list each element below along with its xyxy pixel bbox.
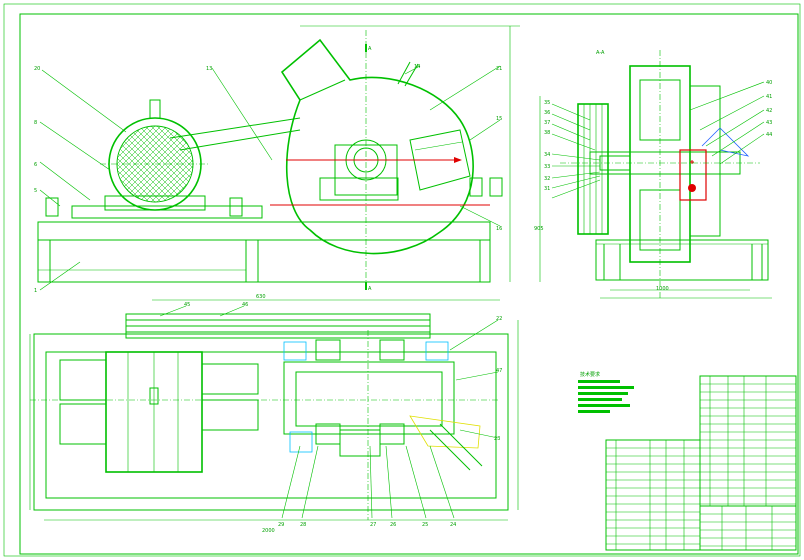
dim-plan-bottom: 2000 — [262, 528, 275, 534]
balloon-front-8: 8 — [34, 120, 37, 126]
balloon-plan-25: 25 — [422, 522, 428, 528]
balloon-front-1: 1 — [34, 288, 37, 294]
front-view — [37, 25, 520, 291]
balloon-plan-23: 23 — [494, 436, 500, 442]
balloon-side-44: 44 — [766, 132, 772, 138]
balloon-side-43: 43 — [766, 120, 772, 126]
pulley — [577, 103, 609, 235]
balloon-front-5: 5 — [34, 188, 37, 194]
balloon-side-41: 41 — [766, 94, 772, 100]
parts-list — [605, 375, 797, 551]
balloon-side-40: 40 — [766, 80, 772, 86]
balloon-side-36: 36 — [544, 110, 550, 116]
balloon-plan-26: 26 — [390, 522, 396, 528]
balloon-front-13: 13 — [206, 66, 212, 72]
balloon-front-15: 15 — [496, 116, 502, 122]
balloon-side-32: 32 — [544, 176, 550, 182]
section-mark-top: A — [368, 46, 372, 52]
balloon-plan-47: 47 — [496, 368, 502, 374]
balloon-front-21: 21 — [496, 66, 502, 72]
bearing-highlight — [679, 149, 707, 201]
balloon-plan-27: 27 — [370, 522, 376, 528]
balloon-side-33: 33 — [544, 164, 550, 170]
sheet-border — [3, 3, 801, 557]
crusher-housing — [280, 38, 474, 255]
balloon-plan-22: 22 — [496, 316, 502, 322]
notes-title: 技术要求 — [580, 371, 600, 378]
plan-view — [29, 299, 519, 521]
balloon-front-20: 20 — [34, 66, 40, 72]
balloon-side-34: 34 — [544, 152, 550, 158]
balloon-side-31: 31 — [544, 186, 550, 192]
dim-side-height: 905 — [534, 226, 544, 232]
technical-notes: 技术要求 — [578, 371, 634, 413]
drawing-frame — [19, 13, 799, 555]
balloon-plan-29: 29 — [278, 522, 284, 528]
balloon-plan-46: 46 — [242, 302, 248, 308]
balloon-plan-24: 24 — [450, 522, 456, 528]
view-title-side: A-A — [596, 50, 605, 56]
balloon-plan-45: 45 — [184, 302, 190, 308]
balloon-front-16: 16 — [496, 226, 502, 232]
balloon-plan-28: 28 — [300, 522, 306, 528]
section-mark-bottom: A — [368, 286, 372, 292]
balloon-side-38: 38 — [544, 130, 550, 136]
side-view — [539, 50, 772, 300]
balloon-side-42: 42 — [766, 108, 772, 114]
dim-side-width: 1000 — [656, 286, 669, 292]
balloon-front-6: 6 — [34, 162, 37, 168]
dim-plan-top: 630 — [256, 294, 266, 300]
balloon-front-14: 14 — [414, 64, 420, 70]
balloon-side-37: 37 — [544, 120, 550, 126]
balloon-side-35: 35 — [544, 100, 550, 106]
